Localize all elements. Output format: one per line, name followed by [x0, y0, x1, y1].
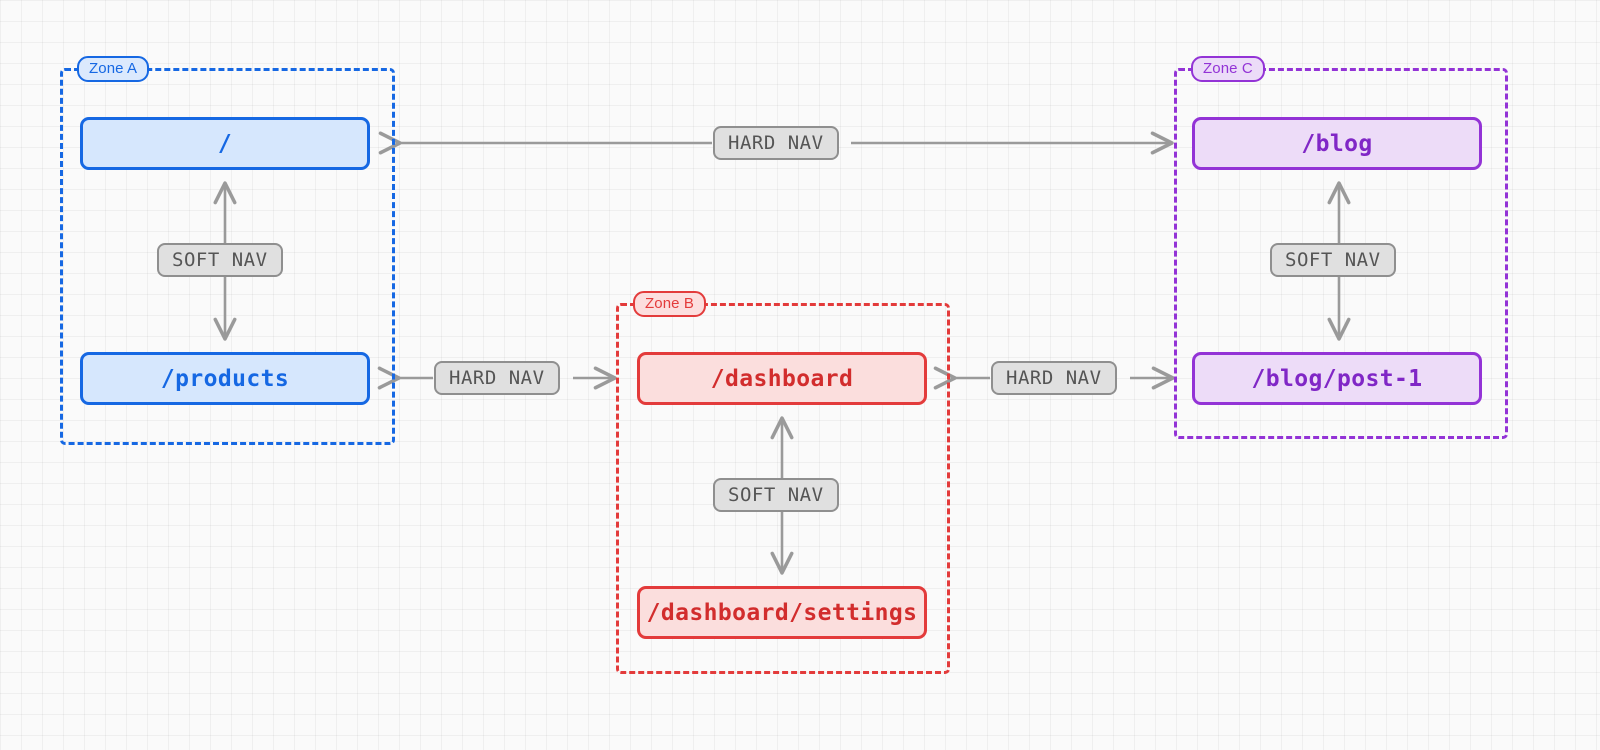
edge-label-soft-nav-root-products: SOFT NAV	[157, 243, 283, 277]
zone-a-container[interactable]: Zone A	[60, 56, 395, 445]
zone-b-label: Zone B	[633, 291, 706, 317]
route-node-dashboard[interactable]: /dashboard	[637, 352, 927, 405]
edge-label-soft-nav-dashboard-settings: SOFT NAV	[713, 478, 839, 512]
route-node-products[interactable]: /products	[80, 352, 370, 405]
route-node-blog[interactable]: /blog	[1192, 117, 1482, 170]
zone-c-container[interactable]: Zone C	[1174, 56, 1508, 439]
route-node-dashboard-settings[interactable]: /dashboard/settings	[637, 586, 927, 639]
edge-label-hard-nav-products-dashboard: HARD NAV	[434, 361, 560, 395]
route-node-blog-post-1[interactable]: /blog/post-1	[1192, 352, 1482, 405]
edge-label-hard-nav-dashboard-post1: HARD NAV	[991, 361, 1117, 395]
edge-label-hard-nav-root-blog: HARD NAV	[713, 126, 839, 160]
zone-b-container[interactable]: Zone B	[616, 291, 950, 674]
zone-a-label: Zone A	[77, 56, 150, 82]
zone-c-label: Zone C	[1191, 56, 1265, 82]
edge-label-soft-nav-blog-post1: SOFT NAV	[1270, 243, 1396, 277]
route-node-root[interactable]: /	[80, 117, 370, 170]
